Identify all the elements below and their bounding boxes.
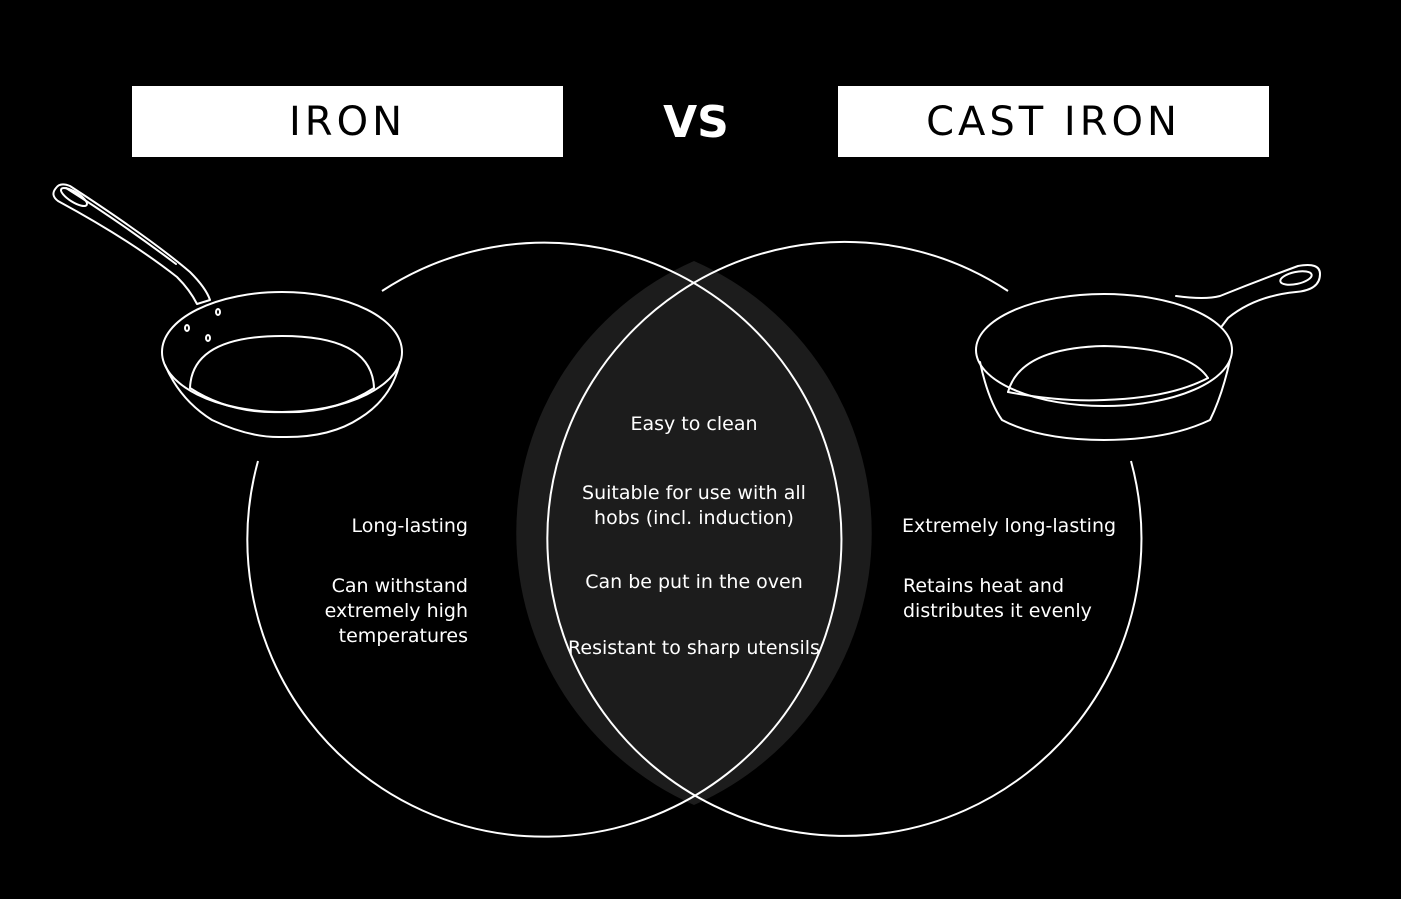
left-feature: Can withstand extremely high temperature… [324, 575, 468, 647]
shared-feature: Suitable for use with all hobs (incl. in… [582, 482, 806, 529]
vs-label: VS [663, 96, 729, 148]
iron-title: IRON [132, 86, 563, 157]
cast-iron-skillet-icon [975, 264, 1321, 441]
overlap-region [516, 261, 872, 805]
right-feature: Retains heat and distributes it evenly [903, 575, 1092, 622]
cast-iron-title: CAST IRON [838, 86, 1269, 157]
right-circle [546, 240, 1143, 837]
frying-pan-icon [52, 183, 403, 439]
left-circle [246, 241, 843, 838]
shared-feature: Easy to clean [630, 413, 758, 435]
shared-feature: Can be put in the oven [585, 571, 803, 593]
right-feature: Extremely long-lasting [902, 515, 1117, 537]
left-feature: Long-lasting [351, 515, 469, 537]
shared-feature: Resistant to sharp utensils [568, 637, 820, 659]
